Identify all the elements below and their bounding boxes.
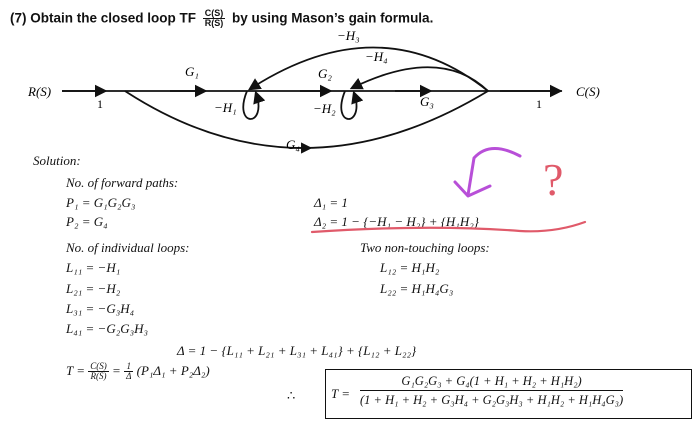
tf-frac-num: C(S)	[88, 361, 109, 373]
path-p1: P₁ = G₁G₂G₃	[66, 195, 136, 210]
loop-l31: L₃₁ = −G₃H₄	[66, 301, 135, 316]
non-touching-heading: Two non-touching loops:	[360, 240, 490, 255]
tf-eq: =	[112, 362, 121, 378]
g4-label: G₄	[286, 137, 300, 152]
tf-rhs: (P₁Δ₁ + P₂Δ₂)	[136, 362, 210, 378]
final-denominator: (1 + H₁ + H₂ + G₃H₄ + G₂G₃H₃ + H₁H₂ + H₁…	[360, 393, 624, 407]
final-lhs: T =	[331, 386, 351, 401]
h3-feedback	[247, 46, 489, 92]
title-frac-den: R(S)	[204, 18, 224, 29]
h2-label: −H₂	[313, 101, 336, 116]
red-underline	[310, 220, 587, 234]
loop-l11: L₁₁ = −H₁	[66, 260, 121, 275]
delta-1: Δ₁ = 1	[314, 195, 348, 210]
loops-heading: No. of individual loops:	[66, 240, 190, 255]
title-frac-num: C(S)	[202, 8, 226, 20]
forward-paths-heading: No. of forward paths:	[66, 175, 179, 190]
therefore-symbol: ∴	[287, 388, 296, 403]
problem-suffix: by using Mason’s gain formula.	[232, 10, 434, 26]
output-label: C(S)	[576, 84, 600, 99]
tf-lhs: T =	[66, 362, 86, 378]
g3-label: G₃	[420, 94, 434, 109]
delta-2: Δ₂ = 1 − {−H₁ − H₂} + {H₁H₂}	[314, 214, 479, 229]
red-question-mark: ?	[543, 154, 563, 205]
tf-fraction: C(S) R(S)	[88, 361, 109, 382]
h3-label: −H₃	[337, 28, 360, 43]
gain-one-left: 1	[97, 97, 103, 111]
gain-one-right: 1	[536, 97, 542, 111]
final-answer-box	[325, 369, 692, 419]
final-fraction: G₁G₂G₃ + G₄(1 + H₁ + H₂ + H₁H₂) (1 + H₁ …	[360, 374, 624, 408]
problem-label: (7) Obtain the closed loop TF	[10, 10, 197, 26]
tf-one: 1	[124, 361, 134, 373]
title-fraction: C(S) R(S)	[202, 8, 226, 29]
signal-flow-graph: R(S) C(S) 1 1 G₁ G₂ G₃ G₄ −H₁ −H₂ −H₃ −H…	[27, 28, 600, 154]
path-p2: P₂ = G₄	[66, 214, 108, 229]
delta-equation: Δ = 1 − {L₁₁ + L₂₁ + L₃₁ + L₄₁} + {L₁₂ +…	[177, 343, 417, 358]
g2-label: G₂	[318, 66, 332, 81]
tf-one-over-delta: 1 Δ	[124, 361, 134, 382]
loop-l22: L₂₂ = H₁H₄G₃	[380, 281, 454, 296]
purple-pen-arrow	[453, 147, 522, 198]
h2-self-loop	[340, 90, 364, 120]
loop-l12: L₁₂ = H₁H₂	[380, 260, 440, 275]
loop-l21: L₂₁ = −H₂	[66, 281, 121, 296]
problem-title: (7) Obtain the closed loop TF C(S) R(S) …	[10, 8, 434, 29]
input-label: R(S)	[27, 84, 51, 99]
h1-self-loop	[242, 90, 266, 120]
final-numerator: G₁G₂G₃ + G₄(1 + H₁ + H₂ + H₁H₂)	[360, 374, 624, 391]
tf-frac-den: R(S)	[90, 371, 107, 382]
h4-feedback	[349, 66, 489, 92]
tf-delta: Δ	[126, 371, 132, 382]
h4-label: −H₄	[365, 49, 388, 64]
loop-l41: L₄₁ = −G₂G₃H₃	[66, 321, 149, 336]
g1-label: G₁	[185, 64, 199, 79]
transfer-function-formula: T = C(S) R(S) = 1 Δ (P₁Δ₁ + P₂Δ₂)	[66, 361, 210, 382]
solution-heading: Solution:	[33, 153, 81, 168]
h1-label: −H₁	[214, 100, 237, 115]
